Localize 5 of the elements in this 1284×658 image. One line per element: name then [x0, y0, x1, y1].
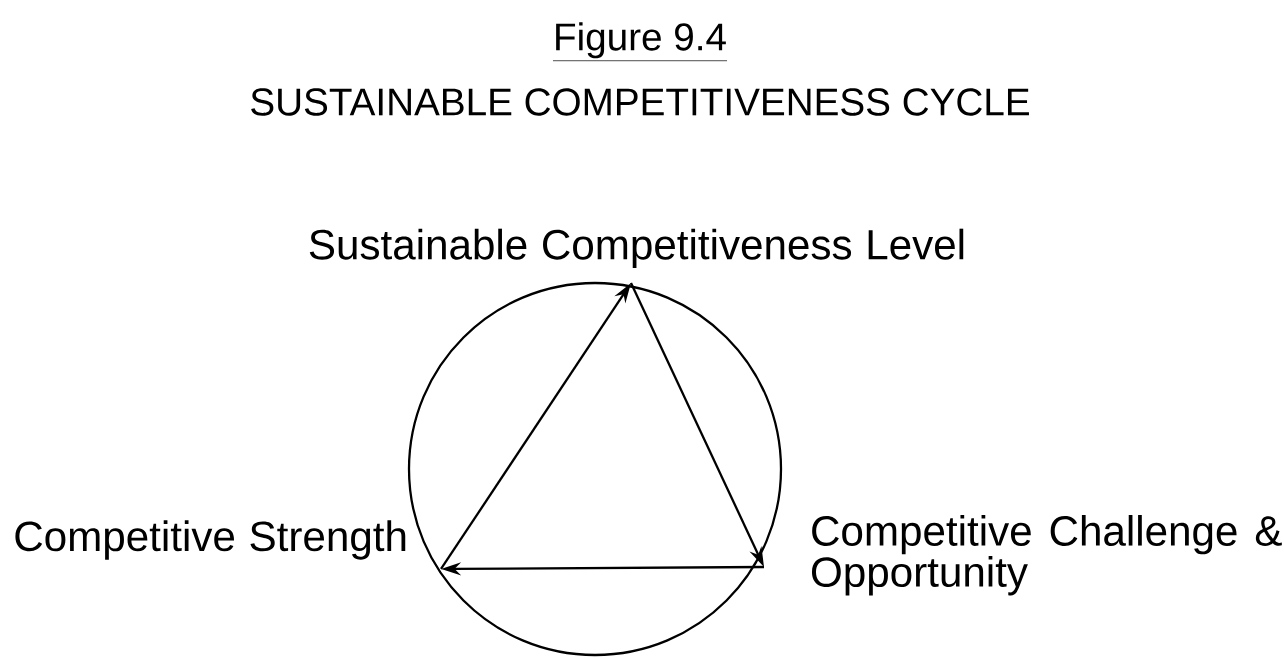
- node-label: Sustainable Competitiveness Level: [309, 228, 964, 268]
- node-label: Competitive Challenge & Opportunity: [812, 515, 1282, 596]
- figure-number: Figure 9.4: [552, 22, 728, 62]
- title: SUSTAINABLE COMPETITIVENESS CYCLE: [251, 88, 1029, 116]
- node-label: Competitive Strength: [15, 520, 406, 560]
